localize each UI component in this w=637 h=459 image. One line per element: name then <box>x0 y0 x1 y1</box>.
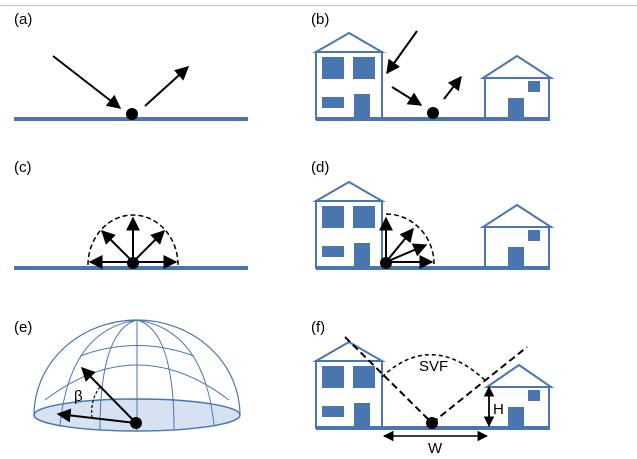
point-dot <box>127 257 139 269</box>
panel-f: (f) SVF H W <box>311 319 555 457</box>
window <box>353 57 375 79</box>
hemisphere-outline <box>87 214 179 266</box>
door <box>354 94 370 119</box>
point-dot <box>130 417 142 429</box>
panel-c-label: (c) <box>14 159 32 176</box>
door <box>354 243 370 268</box>
panel-d: (d) <box>311 159 555 270</box>
beta-label: β <box>74 388 83 405</box>
top-divider <box>0 5 637 6</box>
panel-d-label: (d) <box>311 159 329 176</box>
height-label: H <box>493 401 504 418</box>
point-dot <box>126 108 138 120</box>
panel-c: (c) <box>14 159 248 270</box>
point-dot <box>427 107 439 119</box>
width-label: W <box>428 440 443 457</box>
wall-reflected-arrow <box>391 86 423 106</box>
diffuse-arrow <box>385 227 414 263</box>
right-horizon-line <box>431 346 528 424</box>
window <box>353 206 375 228</box>
window <box>322 406 344 417</box>
window <box>353 366 375 388</box>
door <box>508 247 524 268</box>
right-house <box>479 54 555 120</box>
view-direction-arrow <box>81 367 137 424</box>
reflected-arrow <box>443 75 462 100</box>
door <box>508 407 524 428</box>
window <box>528 81 540 92</box>
right-house <box>483 363 555 429</box>
dome-meridians <box>44 319 230 431</box>
panel-a-label: (a) <box>14 11 32 28</box>
panel-b: (b) <box>311 11 555 121</box>
diffuse-arrow <box>101 230 134 263</box>
panel-a: (a) <box>14 11 248 121</box>
door <box>508 98 524 119</box>
diffuse-arrow <box>132 230 165 263</box>
point-dot <box>380 257 392 269</box>
panel-b-label: (b) <box>311 11 329 28</box>
point-dot <box>426 417 438 429</box>
incoming-arrow <box>386 30 418 75</box>
incoming-arrow <box>52 55 122 109</box>
reflected-arrow <box>144 66 190 107</box>
diffuse-arrow <box>385 243 428 263</box>
left-horizon-line <box>344 336 433 424</box>
window <box>322 57 344 79</box>
window <box>528 230 540 241</box>
sky-arc <box>381 354 488 383</box>
left-building <box>312 340 386 429</box>
angle-arc <box>91 386 101 419</box>
svf-label: SVF <box>419 358 448 375</box>
quarter-sphere-outline <box>385 213 435 265</box>
panel-f-label: (f) <box>311 319 325 336</box>
panel-e-label: (e) <box>14 319 32 336</box>
window <box>322 366 344 388</box>
left-building <box>312 31 386 120</box>
left-building <box>312 180 386 269</box>
window <box>528 390 540 401</box>
window <box>322 246 344 257</box>
door <box>354 403 370 428</box>
panel-e: (e) β <box>14 319 241 432</box>
window <box>322 97 344 108</box>
horizontal-arrow <box>56 408 137 424</box>
window <box>322 206 344 228</box>
right-house <box>479 203 555 269</box>
